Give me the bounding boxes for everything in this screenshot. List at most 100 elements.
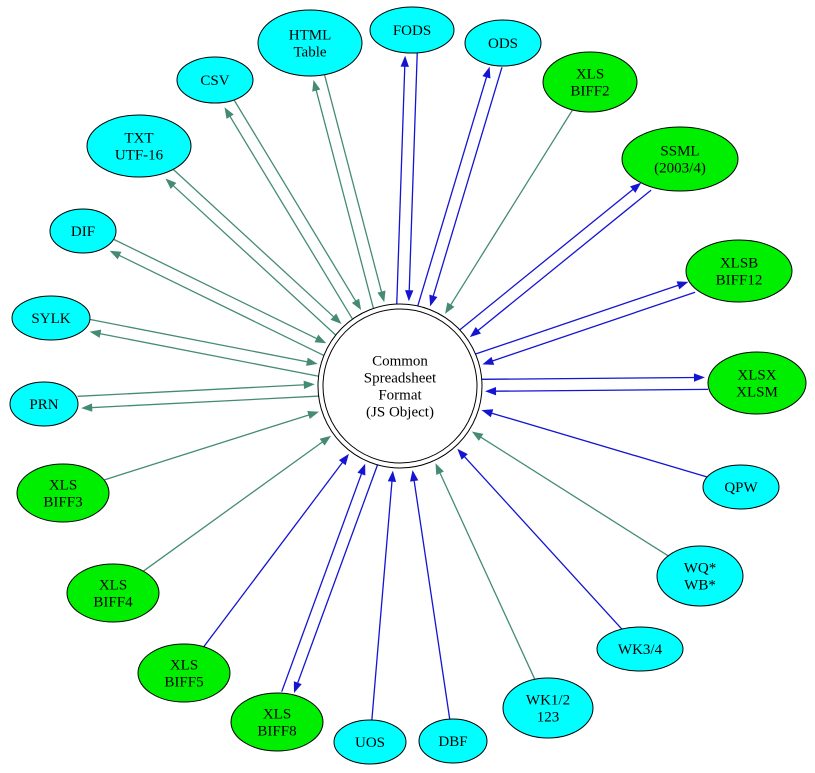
prn-label: PRN (29, 397, 58, 413)
edge-xls-biff2-to-center (445, 109, 574, 314)
wk1-2-123-ellipse (502, 677, 594, 739)
edge-xlsx-xlsm-from-center (480, 373, 705, 382)
edge-xlsb-biff12-from-center (474, 281, 689, 355)
edge-dbf-to-center (410, 470, 451, 720)
arrowhead-icon (400, 55, 409, 67)
edge-txt-utf16-from-center (165, 178, 337, 337)
sylk-ellipse (11, 295, 91, 341)
txt-utf16-ellipse (86, 114, 192, 178)
arrowhead-icon (471, 431, 484, 441)
edge-html-table-to-center (323, 73, 386, 303)
arrowhead-icon (89, 329, 102, 338)
xls-biff3-ellipse (16, 463, 110, 523)
arrowhead-icon (224, 107, 234, 119)
wq-wb-ellipse (656, 545, 744, 607)
arrowhead-icon (429, 294, 438, 307)
arrowhead-icon (319, 435, 332, 446)
ssml-2003-4-label: SSML(2003/4) (654, 144, 706, 177)
qpw-ellipse (702, 464, 780, 510)
xlsx-xlsm-ellipse (707, 351, 807, 415)
arrowhead-icon (482, 66, 491, 79)
csv-label: CSV (200, 73, 229, 89)
edges-layer (77, 53, 709, 721)
node-fods: FODS (369, 6, 455, 54)
arrowhead-icon (445, 302, 455, 314)
node-sylk: SYLK (11, 295, 91, 341)
xls-biff5-ellipse (137, 643, 231, 703)
edge-dif-from-center (109, 250, 325, 357)
xls-biff2-ellipse (542, 51, 638, 113)
arrowhead-icon (405, 290, 414, 302)
wq-wb-label: WQ*WB* (684, 561, 717, 594)
arrowhead-icon (306, 357, 318, 366)
edge-wk1-2-123-to-center (435, 463, 536, 680)
prn-ellipse (9, 381, 79, 427)
xlsb-biff12-ellipse (685, 239, 793, 303)
ssml-2003-4-ellipse (621, 126, 739, 192)
node-prn: PRN (9, 381, 79, 427)
qpw-label: QPW (724, 480, 758, 496)
arrowhead-icon (676, 281, 689, 290)
node-ssml-2003-4: SSML(2003/4) (621, 126, 739, 192)
wk3-4-label: WK3/4 (618, 642, 663, 658)
node-dbf: DBF (418, 718, 488, 764)
arrowhead-icon (377, 290, 386, 303)
edge-csv-from-center (224, 107, 354, 321)
edge-xls-biff8-from-center (293, 463, 379, 693)
xls-biff8-ellipse (230, 692, 324, 752)
node-csv: CSV (176, 56, 254, 104)
arrowhead-icon (482, 356, 495, 365)
arrowhead-icon (314, 334, 327, 344)
arrowhead-icon (435, 463, 444, 475)
node-ods: ODS (464, 19, 542, 67)
node-wk3-4: WK3/4 (596, 626, 684, 672)
arrowhead-icon (330, 313, 342, 325)
arrowhead-icon (338, 453, 349, 466)
edge-prn-to-center (77, 380, 315, 397)
arrowhead-icon (312, 79, 321, 92)
csv-ellipse (176, 56, 254, 104)
arrowhead-icon (387, 470, 397, 483)
arrowhead-icon (81, 403, 93, 412)
edge-ssml-2003-4-to-center (469, 189, 652, 338)
edge-wq-wb-to-center (471, 431, 669, 557)
arrowhead-icon (303, 380, 315, 390)
arrowhead-icon (293, 681, 302, 693)
edge-fods-to-center (405, 53, 418, 302)
fods-ellipse (369, 6, 455, 54)
arrowhead-icon (410, 470, 419, 482)
edge-ssml-2003-4-from-center (458, 182, 642, 331)
arrowhead-icon (307, 411, 319, 420)
edge-html-table-from-center (312, 79, 375, 310)
xls-biff4-ellipse (66, 563, 160, 623)
ods-label: ODS (488, 36, 518, 52)
edge-txt-utf16-to-center (170, 167, 342, 325)
edge-csv-to-center (232, 98, 362, 311)
dbf-label: DBF (438, 734, 467, 750)
edge-uos-to-center (371, 470, 397, 721)
fods-label: FODS (393, 23, 431, 39)
edge-xls-biff8-to-center (281, 463, 366, 692)
edge-xlsx-xlsm-to-center (485, 386, 709, 396)
sylk-label: SYLK (31, 311, 70, 327)
uos-label: UOS (355, 735, 385, 751)
edge-xls-biff4-to-center (142, 435, 332, 572)
